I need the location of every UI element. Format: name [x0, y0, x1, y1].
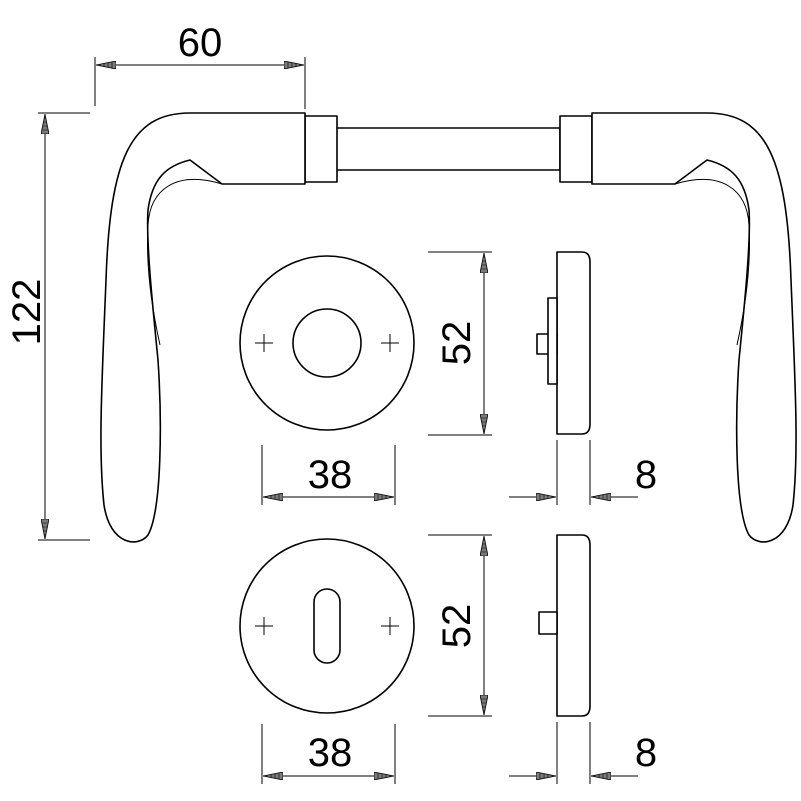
- right-lever: [591, 112, 797, 543]
- round-rose-side-view: 8: [509, 251, 657, 505]
- spindle: [334, 127, 561, 171]
- dimension-rose-key-height: 52: [428, 534, 492, 717]
- dimension-label-52-top: 52: [435, 321, 479, 366]
- screw-mark-right: [381, 334, 399, 352]
- dimension-label-38-top: 38: [308, 453, 353, 497]
- left-lever: [100, 112, 306, 543]
- key-rose-front-view: 52 38: [239, 534, 492, 784]
- right-hub-collar: [559, 115, 593, 183]
- key-rose-stub: [538, 611, 558, 635]
- key-rose-side-view: 8: [509, 534, 657, 784]
- left-hub-collar: [304, 115, 338, 183]
- key-screw-mark-right: [381, 617, 399, 635]
- dimension-rose-round-width: 38: [261, 445, 396, 505]
- dimension-label-122: 122: [5, 279, 49, 346]
- left-lever-inner-line: [147, 179, 223, 346]
- key-rose-profile: [556, 534, 591, 717]
- rose-clip: [547, 297, 558, 385]
- round-rose-front-view: 52 38: [239, 251, 492, 505]
- dimension-handle-height: 122: [5, 112, 90, 541]
- dimension-rose-round-depth: 8: [509, 440, 657, 505]
- rose-profile: [556, 251, 591, 435]
- lever-handle-assembly: 60 122: [5, 21, 797, 543]
- dimension-rose-key-depth: 8: [509, 722, 657, 784]
- dimension-label-8-bottom: 8: [635, 731, 657, 775]
- dimension-handle-reach: 60: [94, 21, 306, 109]
- dimension-rose-round-height: 52: [428, 251, 492, 436]
- dimension-label-52-bottom: 52: [435, 604, 479, 649]
- dimension-label-38-bottom: 38: [308, 731, 353, 775]
- key-screw-mark-left: [255, 617, 273, 635]
- dimension-rose-key-width: 38: [261, 724, 396, 784]
- keyhole: [313, 588, 341, 664]
- screw-mark-left: [255, 334, 273, 352]
- dimension-label-60: 60: [178, 21, 223, 65]
- spindle-hole: [292, 308, 362, 378]
- right-lever-inner-line: [674, 179, 750, 346]
- dimension-label-8-top: 8: [635, 453, 657, 497]
